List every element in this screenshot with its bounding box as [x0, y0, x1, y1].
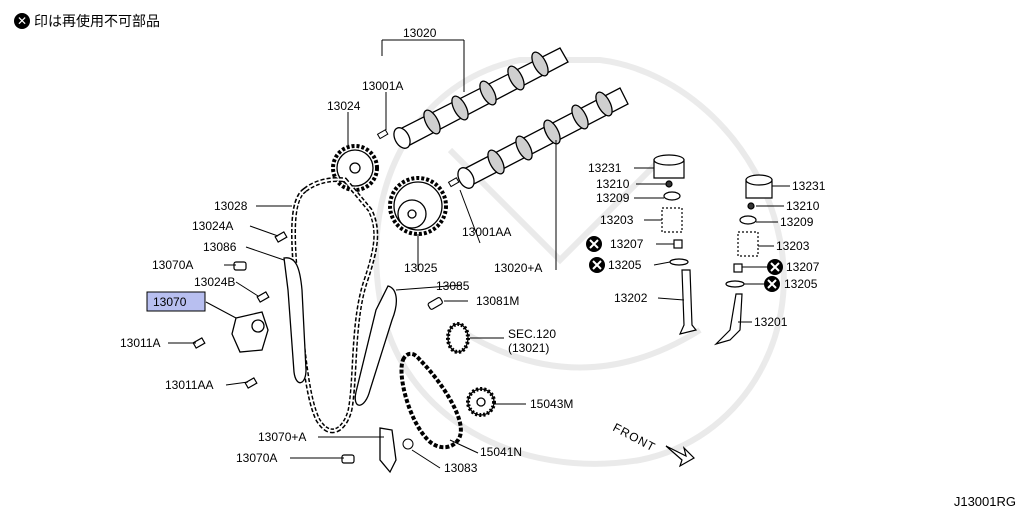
- label-13024A: 13024A: [192, 219, 233, 233]
- label-sec120-sub: (13021): [508, 341, 549, 355]
- camshaft-sprocket-13024: [331, 144, 379, 192]
- retainer-13209-left: [663, 191, 681, 201]
- label-13070: 13070: [153, 295, 187, 309]
- label-15041N: 15041N: [480, 445, 522, 459]
- watermark-logo: [373, 57, 787, 467]
- tension-guide-13085: [354, 285, 398, 406]
- label-13231-right: 13231: [792, 179, 826, 193]
- pin-13070A-bottom: [341, 454, 355, 464]
- svg-text:FRONT: FRONT: [611, 420, 658, 454]
- label-13024: 13024: [327, 99, 361, 113]
- part-labels: 13020 13001A 13024 13028 13024A 13086 13…: [120, 26, 826, 475]
- label-13025: 13025: [404, 261, 438, 275]
- bolt-13024A: [274, 231, 288, 243]
- pin-13070A-top: [233, 261, 247, 271]
- label-13203-right: 13203: [776, 239, 810, 253]
- label-13011AA: 13011AA: [165, 378, 214, 392]
- label-13024B: 13024B: [194, 275, 235, 289]
- label-13202: 13202: [614, 291, 648, 305]
- tensioner-arm-13070plusA: [379, 427, 397, 474]
- retainer-13209-right: [739, 215, 757, 225]
- camshaft-exhaust: [393, 47, 569, 149]
- label-13011A: 13011A: [120, 336, 160, 350]
- collet-13210-right: [747, 202, 755, 210]
- bolt-13011AA: [244, 377, 258, 389]
- vtc-sprocket-13025: [388, 176, 448, 236]
- collet-13210-left: [665, 180, 673, 188]
- non-reusable-icon-13205-right: [764, 276, 780, 292]
- label-13070plusA: 13070+A: [258, 430, 306, 444]
- label-13085: 13085: [436, 279, 470, 293]
- bolt-13081M: [427, 297, 443, 310]
- label-13231-left: 13231: [588, 161, 622, 175]
- label-13207-left: 13207: [610, 237, 644, 251]
- slack-guide-13086: [283, 257, 307, 384]
- bolt-13011A: [192, 337, 206, 349]
- highlight-13070: [146, 291, 206, 312]
- valve-13202: [678, 269, 698, 335]
- label-13210-right: 13210: [786, 199, 820, 213]
- label-13086: 13086: [203, 240, 237, 254]
- label-13028: 13028: [214, 199, 248, 213]
- label-13210-left: 13210: [596, 177, 630, 191]
- label-13001AA: 13001AA: [462, 225, 511, 239]
- non-reusable-icon-13205-left: [589, 257, 605, 273]
- dowel-pin-13001A: [376, 129, 389, 140]
- nut-13083: [402, 438, 414, 450]
- dowel-pin-13001AA: [447, 177, 460, 188]
- seal-13207-right: [733, 263, 743, 273]
- label-13001A: 13001A: [362, 79, 403, 93]
- bolts: [192, 231, 443, 464]
- non-reusable-markers: [586, 236, 783, 292]
- label-13209-left: 13209: [596, 191, 630, 205]
- oil-pump-sprocket-15043M: [466, 387, 496, 417]
- spring-13203-left: [661, 207, 683, 233]
- note-text: 印は再使用不可部品: [34, 14, 160, 30]
- non-reusable-icon: ✕: [14, 13, 30, 29]
- label-13205-right: 13205: [784, 277, 818, 291]
- seat-13205-left: [669, 258, 689, 266]
- valve-13201: [713, 293, 743, 346]
- diagram-code: J13001RG: [953, 494, 1016, 509]
- label-15043M: 15043M: [530, 397, 573, 411]
- non-reusable-icon-13207-left: [586, 236, 602, 252]
- seat-13205-right: [725, 280, 745, 288]
- label-13070A-bottom: 13070A: [236, 451, 277, 465]
- bolt-13024B: [256, 291, 270, 303]
- leader-lines: [168, 39, 790, 469]
- seal-13207-left: [673, 239, 683, 249]
- label-13083: 13083: [444, 461, 478, 475]
- camshaft-intake: [457, 87, 629, 189]
- label-13203-left: 13203: [600, 213, 634, 227]
- label-sec120: SEC.120: [508, 327, 556, 341]
- label-13020plusA: 13020+A: [494, 261, 542, 275]
- non-reusable-note: ✕ 印は再使用不可部品: [14, 11, 160, 31]
- label-13070A-top: 13070A: [152, 258, 193, 272]
- crank-sprocket-sec120: [446, 322, 470, 354]
- label-13205-left: 13205: [608, 258, 642, 272]
- spring-13203-right: [737, 231, 759, 257]
- label-13207-right: 13207: [786, 260, 820, 274]
- label-13201: 13201: [754, 315, 788, 329]
- oil-pump-chain-15041N: [399, 351, 463, 450]
- non-reusable-icon-13207-right: [767, 259, 783, 275]
- chain-tensioner-13070: [231, 311, 269, 353]
- label-13020: 13020: [403, 26, 437, 40]
- label-13209-right: 13209: [780, 215, 814, 229]
- label-13081M: 13081M: [476, 294, 519, 308]
